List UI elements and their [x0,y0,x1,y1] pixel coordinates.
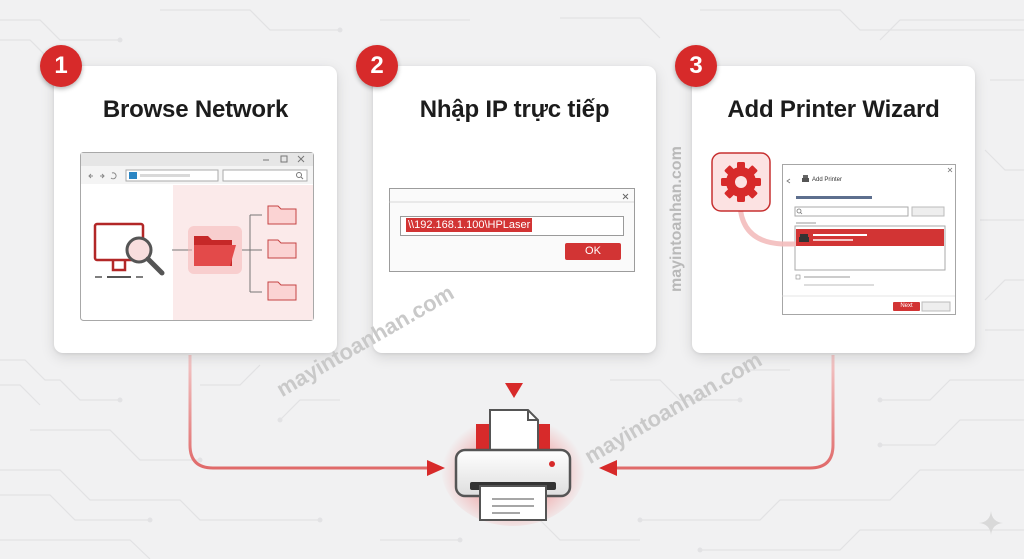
ok-button[interactable]: OK [565,243,621,260]
browser-window-illustration [80,152,314,321]
ip-address-value: \\192.168.1.100\HPLaser [406,218,533,232]
sparkle-icon [979,511,1003,535]
arrow-step3 [616,355,835,470]
step-badge-2: 2 [356,45,398,87]
printer-small-icon [802,175,809,182]
monitor-magnifier-icon [93,222,165,278]
back-forward-icon [88,172,117,180]
search-icon [796,208,803,215]
gear-icon [721,162,761,202]
window-controls [263,155,305,163]
watermark-3: mayintoanhan.com [668,146,685,292]
arrow-step1 [188,355,428,470]
wizard-title: Add Printer [812,177,843,183]
search-icon [296,172,304,180]
folder-icon [267,205,297,301]
printer-icon [441,409,585,526]
next-button[interactable]: Next [893,302,920,311]
card-title-3: Add Printer Wizard [727,96,940,123]
card-title-2: Nhập IP trực tiếp [419,96,610,123]
step-badge-3: 3 [675,45,717,87]
gear-icon-tile [711,152,796,247]
step-badge-1: 1 [40,45,82,87]
folder-highlighted-icon [188,226,242,274]
wizard-window-illustration [782,164,956,315]
printer-item-icon [799,234,809,242]
card-title-1: Browse Network [102,96,289,123]
